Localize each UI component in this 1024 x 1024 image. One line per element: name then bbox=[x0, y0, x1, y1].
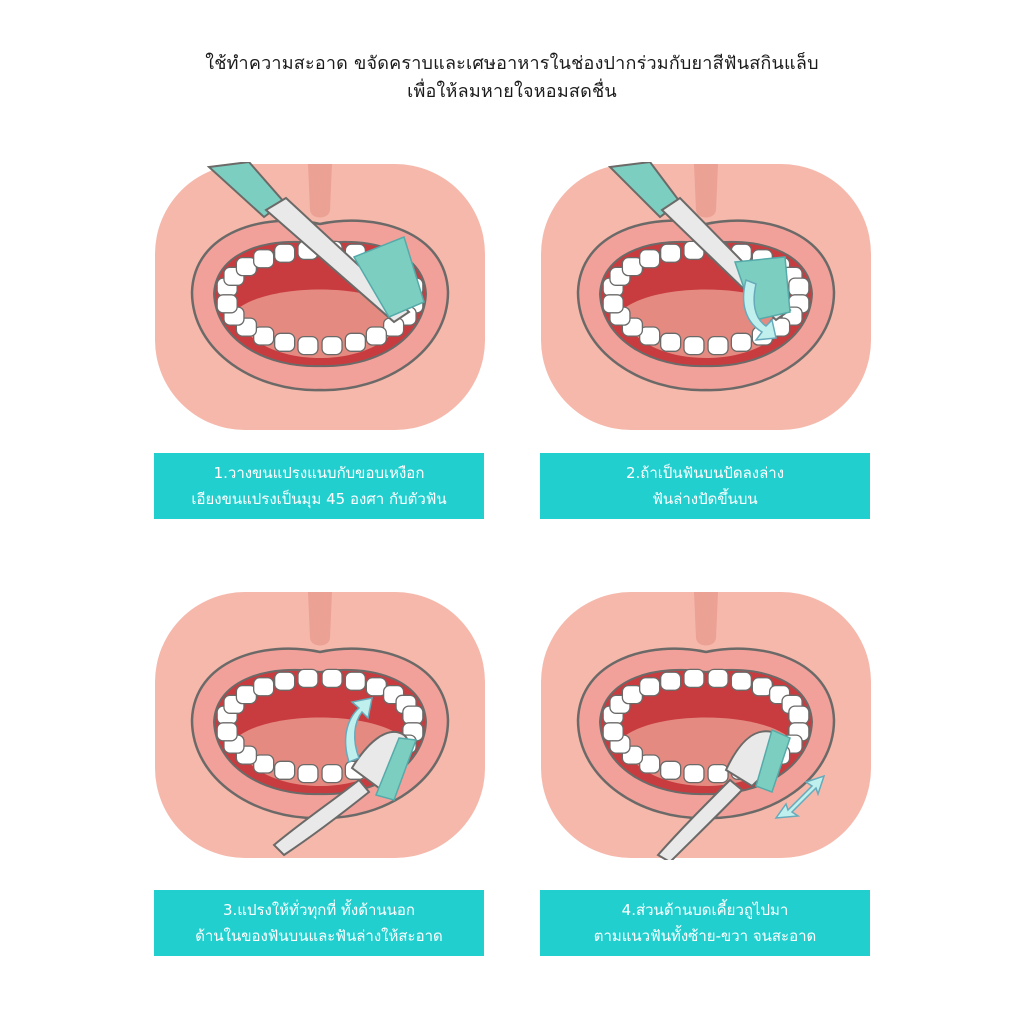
mouth-drawing bbox=[155, 592, 485, 858]
step-2-line-1: 2.ถ้าเป็นฟันบนปัดลงล่าง bbox=[625, 464, 785, 482]
toothbrush bbox=[206, 162, 425, 324]
lower-tooth bbox=[216, 294, 238, 314]
upper-tooth bbox=[253, 249, 275, 269]
step-3-line-1: 3.แปรงให้ทั่วทุกที่ ทั้งด้านนอก bbox=[222, 901, 415, 919]
toothbrush bbox=[656, 728, 791, 860]
lower-tooth bbox=[253, 326, 275, 346]
lower-tooth bbox=[683, 335, 705, 356]
upper-tooth bbox=[273, 243, 296, 263]
upper-tooth bbox=[707, 668, 729, 689]
lower-tooth bbox=[602, 722, 624, 742]
step-1-line-1: 1.วางขนแปรงแนบกับขอบเหงือก bbox=[213, 464, 425, 482]
lower-tooth bbox=[365, 326, 387, 346]
upper-tooth bbox=[659, 243, 682, 263]
upper-tooth bbox=[639, 677, 661, 697]
step-1-line-2: เอียงขนแปรงเป็นมุม 45 องศา กับตัวฟัน bbox=[191, 490, 447, 508]
philtrum bbox=[308, 592, 332, 646]
mouth-drawing bbox=[541, 164, 871, 430]
lower-tooth bbox=[659, 760, 682, 780]
step-3-line-2: ด้านในของฟันบนและฟันล่างให้สะอาด bbox=[195, 927, 443, 945]
lower-tooth bbox=[321, 763, 343, 784]
up-arrow-icon bbox=[344, 697, 373, 763]
step-4-line-2: ตามแนวฟันทั้งซ้าย-ขวา จนสะอาด bbox=[593, 927, 817, 945]
step-2-line-2: ฟันล่างปัดขึ้นบน bbox=[652, 490, 758, 508]
step-1-illustration bbox=[155, 162, 485, 430]
upper-tooth bbox=[321, 668, 343, 689]
step-4-line-1: 4.ส่วนด้านบดเคี้ยวถูไปมา bbox=[621, 901, 789, 919]
upper-tooth bbox=[788, 277, 810, 297]
lower-tooth bbox=[639, 326, 661, 346]
upper-tooth bbox=[253, 677, 275, 697]
step-1-caption: 1.วางขนแปรงแนบกับขอบเหงือก เอียงขนแปรงเป… bbox=[154, 453, 484, 519]
toothbrush bbox=[607, 162, 792, 322]
lower-tooth bbox=[321, 335, 343, 356]
lower-tooth bbox=[297, 763, 319, 784]
step-4-caption: 4.ส่วนด้านบดเคี้ยวถูไปมา ตามแนวฟันทั้งซ้… bbox=[540, 890, 870, 956]
lower-tooth bbox=[297, 335, 319, 356]
lower-tooth bbox=[639, 754, 661, 774]
lower-tooth bbox=[730, 332, 753, 352]
upper-tooth bbox=[273, 671, 296, 691]
double-arrow-icon bbox=[774, 774, 826, 819]
philtrum bbox=[694, 592, 718, 646]
step-3-illustration bbox=[155, 592, 485, 858]
lower-tooth bbox=[344, 332, 367, 352]
mouth-drawing bbox=[155, 164, 485, 430]
philtrum bbox=[308, 164, 332, 218]
lower-tooth bbox=[683, 763, 705, 784]
lower-tooth bbox=[707, 763, 729, 784]
upper-tooth bbox=[344, 671, 367, 691]
step-2-illustration bbox=[541, 162, 871, 430]
upper-tooth bbox=[788, 705, 810, 725]
step-2-caption: 2.ถ้าเป็นฟันบนปัดลงล่าง ฟันล่างปัดขึ้นบน bbox=[540, 453, 870, 519]
step-3-caption: 3.แปรงให้ทั่วทุกที่ ทั้งด้านนอก ด้านในขอ… bbox=[154, 890, 484, 956]
lower-tooth bbox=[273, 332, 296, 352]
step-4-illustration bbox=[541, 592, 871, 860]
lower-tooth bbox=[273, 760, 296, 780]
upper-tooth bbox=[639, 249, 661, 269]
upper-tooth bbox=[402, 705, 424, 725]
down-arrow-icon bbox=[742, 278, 777, 341]
lower-tooth bbox=[602, 294, 624, 314]
header: ใช้ทำความสะอาด ขจัดคราบและเศษอาหารในช่อง… bbox=[0, 50, 1024, 106]
header-line-2: เพื่อให้ลมหายใจหอมสดชื่น bbox=[407, 81, 617, 102]
lower-tooth bbox=[216, 722, 238, 742]
lower-tooth bbox=[707, 335, 729, 356]
philtrum bbox=[694, 164, 718, 218]
upper-tooth bbox=[297, 668, 319, 689]
upper-tooth bbox=[659, 671, 682, 691]
upper-tooth bbox=[730, 671, 753, 691]
lower-tooth bbox=[253, 754, 275, 774]
lower-tooth bbox=[659, 332, 682, 352]
upper-tooth bbox=[683, 668, 705, 689]
header-line-1: ใช้ทำความสะอาด ขจัดคราบและเศษอาหารในช่อง… bbox=[205, 53, 819, 74]
toothbrush bbox=[272, 730, 418, 857]
